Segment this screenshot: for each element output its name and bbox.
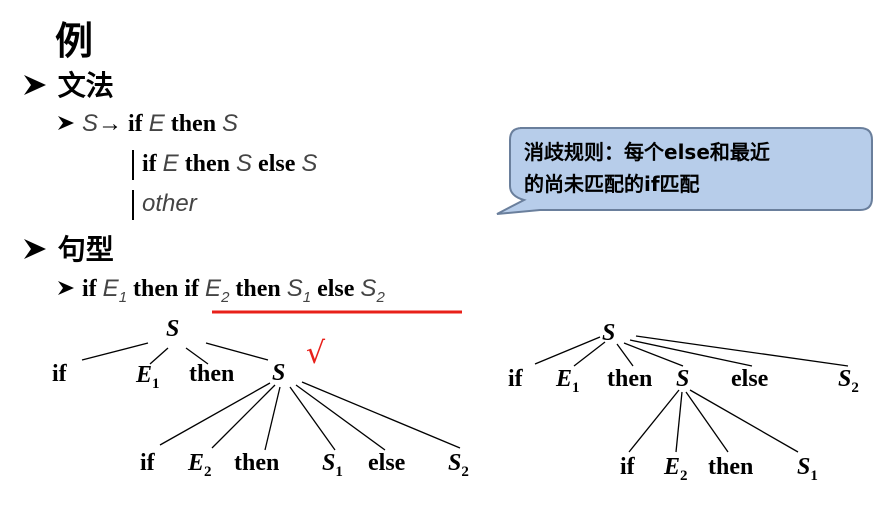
rule-S: S <box>236 150 253 177</box>
kw-then: then <box>170 111 217 137</box>
left-tree-node-then2: then <box>234 450 280 476</box>
callout-bubble <box>496 127 873 215</box>
kw-if: if <box>128 111 143 137</box>
right-tree-node-then2: then <box>708 454 754 480</box>
rule-arrow: → <box>98 111 123 137</box>
rule-lhs: S <box>82 110 99 137</box>
sentence-line: if E1 then if E2 then S1 else S2 <box>56 275 385 306</box>
right-tree-node-S1: S1 <box>797 454 818 484</box>
kw-then: then <box>184 151 231 177</box>
right-tree-node-E1: E1 <box>556 366 580 396</box>
right-tree-node-then: then <box>607 366 653 392</box>
right-tree-node-E2: E2 <box>664 454 688 484</box>
left-tree-node-S1: S1 <box>322 450 343 480</box>
grammar-rule-line2: if E then S else S <box>132 150 318 181</box>
left-tree-edges <box>81 342 461 451</box>
left-tree-node-else: else <box>368 450 406 476</box>
section-grammar: 文法 <box>22 64 114 104</box>
rule-other: other <box>142 190 197 217</box>
alt-separator <box>132 190 134 221</box>
right-tree-edges <box>534 335 849 453</box>
kw-else: else <box>317 276 355 302</box>
sub-bullet-arrow-icon <box>58 281 74 295</box>
rule-S: S <box>222 110 239 137</box>
kw-then: then <box>235 276 281 302</box>
section-sentence: 句型 <box>22 228 114 268</box>
right-tree-node-if: if <box>508 366 523 392</box>
callout-line-2: 的尚未匹配的if匹配 <box>524 172 700 196</box>
rule-E: E <box>148 110 165 137</box>
S2: S2 <box>360 275 385 306</box>
left-tree-node-S2: S2 <box>448 450 469 480</box>
callout-line-1: 消歧规则：每个else和最近 <box>524 140 770 164</box>
rule-E: E <box>162 150 179 177</box>
right-tree-node-S2: S2 <box>838 366 859 396</box>
right-tree-node-if2: if <box>620 454 635 480</box>
left-tree-node-if2: if <box>140 450 155 476</box>
sub-bullet-arrow-icon <box>58 116 74 130</box>
kw-if: if <box>184 276 200 302</box>
kw-if: if <box>142 151 157 177</box>
section-grammar-label: 文法 <box>57 69 114 102</box>
page-title: 例 <box>55 19 94 63</box>
bullet-arrow-icon <box>22 233 58 266</box>
left-tree-node-E2: E2 <box>188 450 212 480</box>
left-tree-node-S: S <box>272 360 286 386</box>
right-tree-node-else: else <box>731 366 769 392</box>
kw-then: then <box>133 276 179 302</box>
right-tree-node-S: S <box>676 366 690 392</box>
left-tree-node-E1: E1 <box>136 362 160 392</box>
right-tree-root: S <box>602 320 616 346</box>
checkmark-icon: √ <box>306 336 326 371</box>
kw-if: if <box>82 276 97 302</box>
left-tree-node-then: then <box>189 361 235 387</box>
left-tree-root: S <box>166 316 180 342</box>
kw-else: else <box>258 151 296 177</box>
S1: S1 <box>286 275 312 306</box>
bullet-arrow-icon <box>22 69 58 102</box>
left-tree-node-if: if <box>52 361 67 387</box>
grammar-rule-line3: other <box>132 190 197 221</box>
E1: E1 <box>102 275 128 306</box>
alt-separator <box>132 150 134 181</box>
grammar-rule-line1: S→ if E then S <box>56 110 238 138</box>
section-sentence-label: 句型 <box>57 233 114 266</box>
disambiguation-callout: 消歧规则：每个else和最近 的尚未匹配的if匹配 <box>510 128 870 210</box>
E2: E2 <box>205 275 230 306</box>
rule-S: S <box>301 150 318 177</box>
